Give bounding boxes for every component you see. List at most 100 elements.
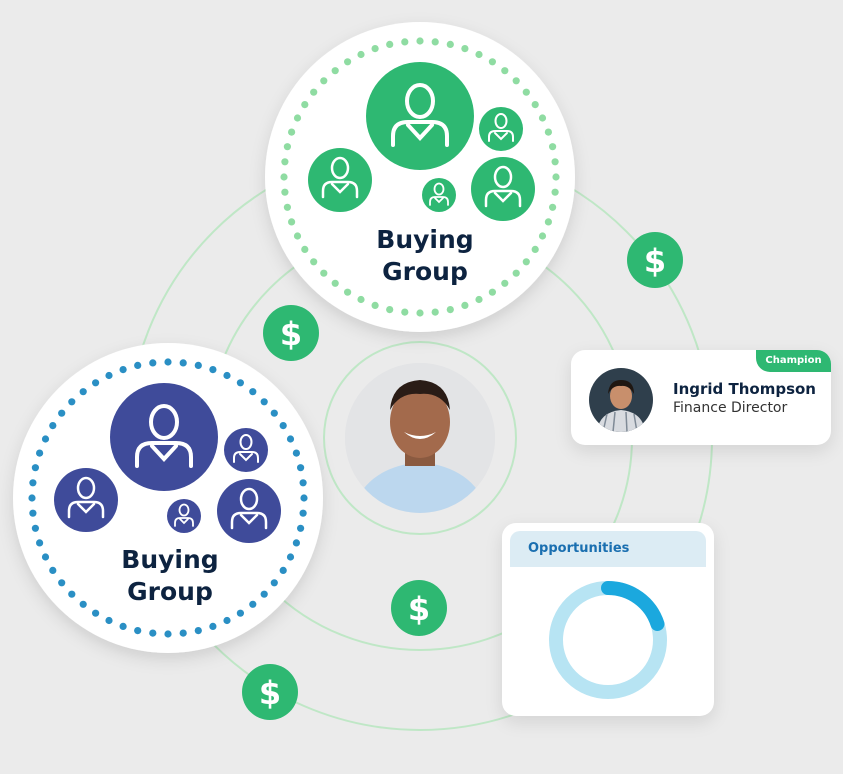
ring-dot (288, 218, 296, 226)
person-outline-icon (174, 503, 194, 527)
member-avatar (479, 107, 523, 151)
contact-name: Ingrid Thompson (673, 380, 816, 398)
ring-dot (249, 388, 257, 396)
opportunities-donut (549, 581, 667, 699)
ring-dot (331, 279, 339, 287)
ring-dot (431, 308, 439, 316)
ring-dot (270, 579, 278, 587)
ring-dot (79, 600, 87, 608)
center-contact-photo (345, 363, 495, 513)
ring-dot (79, 388, 87, 396)
ring-dot (488, 58, 496, 66)
ring-dot (179, 629, 187, 637)
ring-dot (299, 509, 307, 517)
member-avatar (54, 468, 118, 532)
ring-dot (105, 616, 113, 625)
ring-dot (194, 627, 202, 635)
ring-dot (280, 173, 288, 181)
contact-card[interactable]: Champion Ingrid Thompson Finance Directo… (571, 350, 831, 445)
ring-dot (58, 409, 66, 417)
ring-dot (49, 566, 57, 575)
ring-dot (36, 539, 44, 547)
ring-dot (119, 366, 127, 374)
ring-dot (538, 232, 547, 240)
donut-fill (549, 581, 667, 699)
ring-dot (512, 269, 520, 277)
ring-dot (549, 143, 557, 151)
group-label-line1: Buying (121, 545, 218, 574)
ring-dot (179, 359, 187, 367)
person-outline-icon (429, 182, 449, 206)
ring-dot (119, 622, 127, 631)
ring-dot (260, 398, 268, 406)
ring-dot (164, 630, 172, 638)
person-outline-icon (230, 487, 268, 530)
ring-dot (288, 128, 296, 136)
member-avatar (308, 148, 372, 212)
ring-dot (293, 114, 302, 122)
ring-dot (286, 553, 295, 561)
ring-dot (223, 616, 231, 625)
ring-dot (92, 609, 100, 617)
ring-dot (41, 553, 50, 561)
ring-dot (416, 37, 424, 45)
buying-group-blue: Buying Group (13, 343, 323, 653)
ring-dot (501, 67, 509, 75)
opportunities-header: Opportunities (510, 531, 706, 567)
ring-dot (446, 40, 454, 49)
ring-dot (41, 435, 50, 443)
member-avatar (422, 178, 456, 212)
ring-dot (281, 188, 289, 196)
ring-dot (236, 379, 244, 387)
ring-dot (320, 77, 328, 85)
ring-dot (36, 449, 44, 457)
ring-dot (401, 38, 409, 46)
ring-dot (149, 359, 157, 367)
ring-dot (223, 371, 231, 380)
ring-dot (551, 188, 559, 196)
ring-dot (301, 245, 309, 253)
opportunities-card[interactable]: Opportunities (502, 523, 714, 716)
ring-dot (68, 590, 76, 598)
ring-dot (461, 45, 469, 53)
member-avatar-large (366, 62, 474, 170)
contact-role: Finance Director (673, 400, 788, 416)
ring-dot (522, 88, 530, 96)
ring-dot (28, 494, 36, 502)
ring-dot (134, 627, 142, 635)
dollar-icon: $ (259, 674, 281, 712)
ring-dot (416, 309, 424, 317)
ring-dot (461, 301, 469, 309)
ring-dot (92, 379, 100, 387)
dollar-icon: $ (644, 242, 666, 280)
ring-dot (283, 143, 291, 151)
ring-dot (31, 464, 39, 472)
ring-dot (522, 258, 530, 266)
dollar-badge: $ (263, 305, 319, 361)
ring-dot (49, 422, 57, 430)
ring-dot (270, 409, 278, 417)
ring-dot (531, 245, 539, 253)
group-dotted-ring (280, 37, 560, 317)
ring-dot (286, 435, 295, 443)
ring-dot (386, 306, 394, 314)
group-dotted-ring (28, 358, 308, 638)
ring-dot (249, 600, 257, 608)
ring-dot (292, 539, 300, 547)
ring-dot (209, 366, 217, 374)
ring-dot (386, 40, 394, 49)
ring-dot (164, 358, 172, 366)
person-outline-icon (391, 83, 449, 147)
ring-dot (310, 88, 318, 96)
ring-dot (134, 361, 142, 369)
dollar-icon: $ (408, 590, 430, 628)
ring-dot (475, 50, 483, 59)
ring-dot (320, 269, 328, 277)
ring-dot (549, 203, 557, 211)
ring-dot (281, 158, 289, 166)
ring-dot (544, 128, 553, 136)
ring-dot (279, 566, 287, 575)
person-outline-icon (488, 113, 514, 142)
orbit-ring-inner (323, 341, 517, 535)
